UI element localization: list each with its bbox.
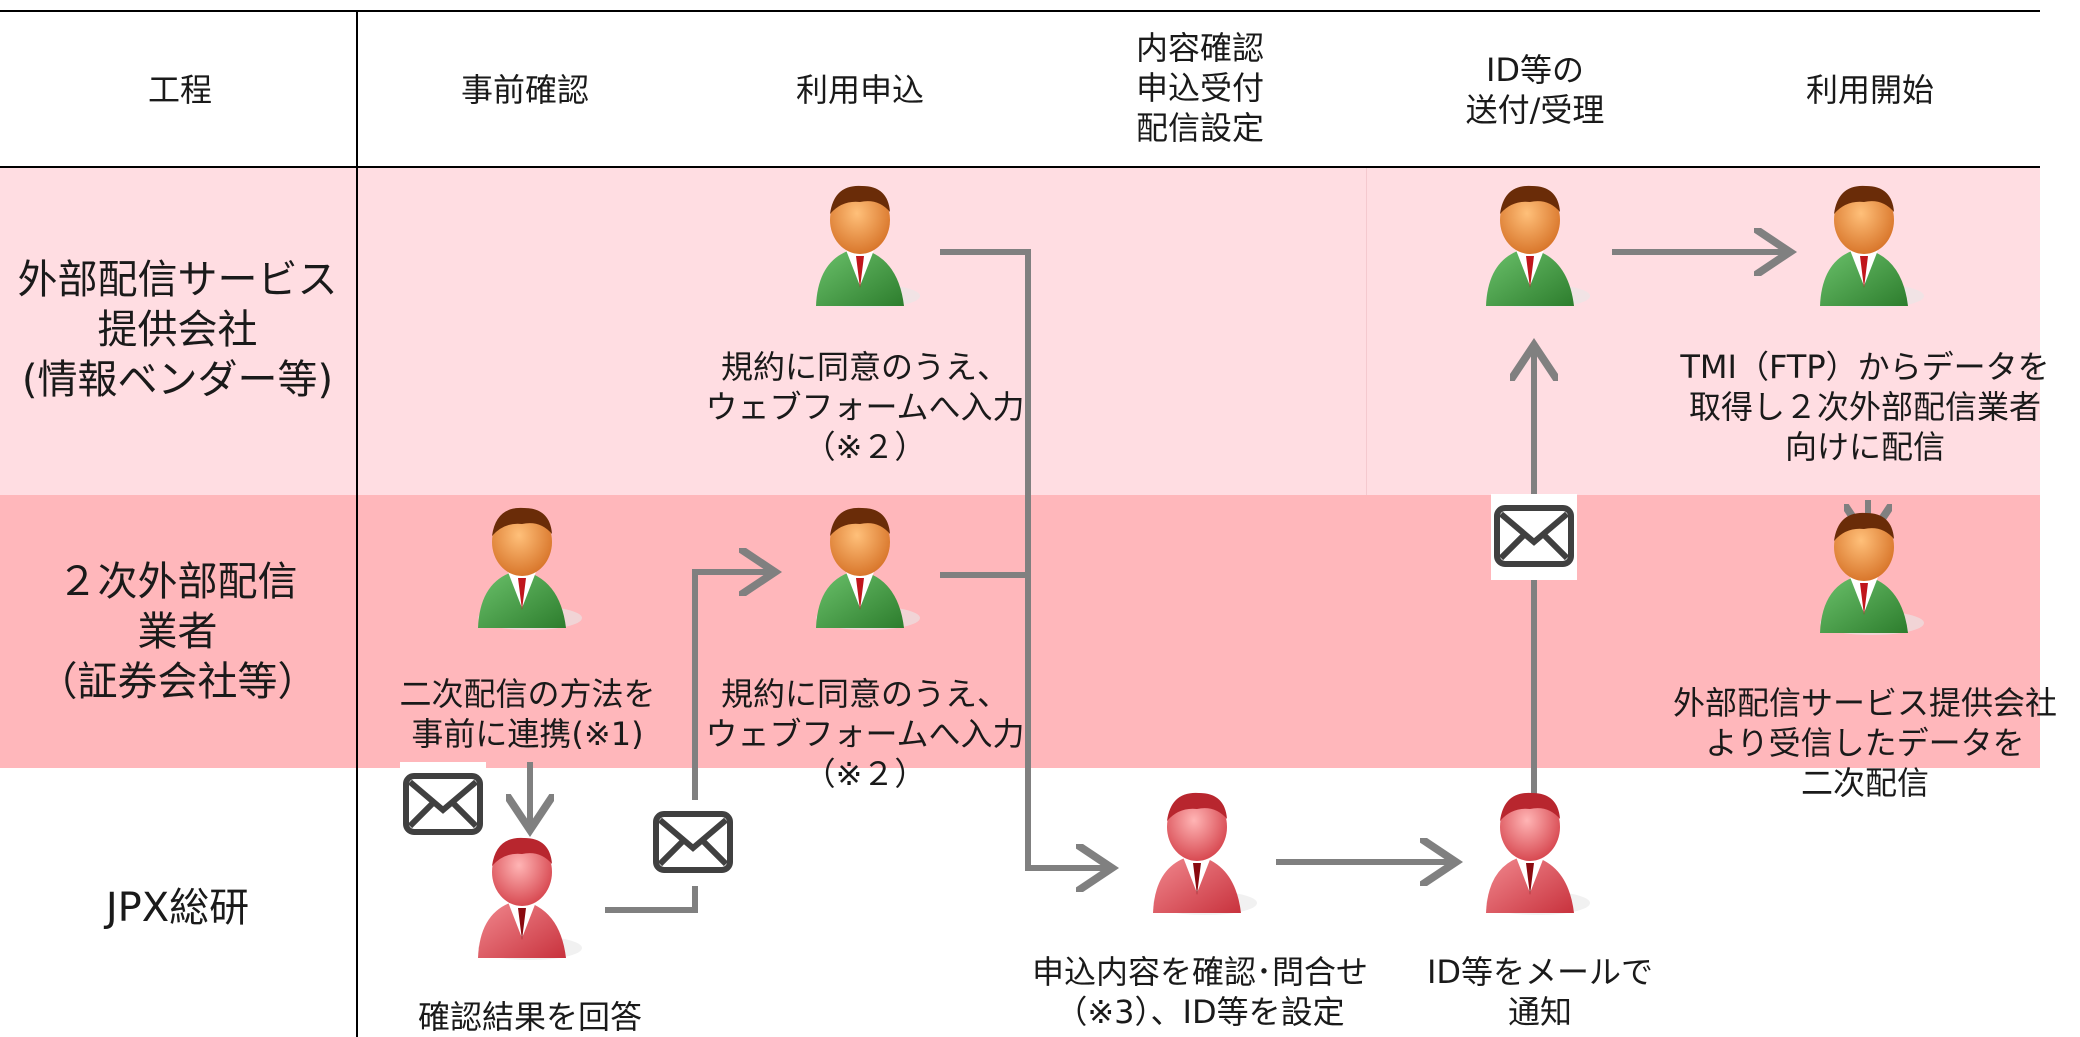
- person-icon-jpx-answer: [478, 837, 582, 960]
- envelope-icon-answer: [650, 800, 736, 886]
- secondary-row-band: [0, 495, 2040, 768]
- header-step-precheck: 事前確認: [460, 71, 589, 109]
- person-icon-sec-start: [1820, 512, 1924, 635]
- envelope-icon-id-notice: [1491, 494, 1577, 580]
- person-icon-sec-apply: [816, 507, 920, 630]
- person-icon-jpx-review: [1153, 792, 1257, 915]
- person-icon-sec-pre: [478, 507, 582, 630]
- caption-secondary-start: 外部配信サービス提供会社 より受信したデータを 二次配信: [1672, 684, 2057, 802]
- caption-jpx-review: 申込内容を確認･問合せ （※3）、ID等を設定: [1031, 953, 1368, 1031]
- caption-external-apply: 規約に同意のうえ、 ウェブフォームへ入力 （※２）: [705, 348, 1025, 466]
- header-process: 工程: [147, 71, 212, 109]
- person-icon-jpx-notify: [1486, 792, 1590, 915]
- person-icon-ext-start: [1820, 185, 1924, 308]
- row-label-secondary: ２次外部配信 業者 （証券会社等）: [37, 559, 318, 705]
- person-icon-ext-apply: [816, 185, 920, 308]
- envelope-icon-precheck: [400, 762, 486, 848]
- caption-secondary-precheck: 二次配信の方法を 事前に連携(※1): [399, 675, 656, 753]
- column-divider: [1366, 168, 1367, 495]
- caption-external-start: TMI（FTP）からデータを 取得し２次外部配信業者 向けに配信: [1680, 348, 2050, 466]
- header-step-id-send: ID等の 送付/受理: [1465, 51, 1605, 129]
- caption-jpx-notify: ID等をメールで 通知: [1426, 953, 1654, 1031]
- arrow-ext-apply-to-review: [940, 249, 1112, 868]
- label-column-rule: [356, 10, 358, 1037]
- row-label-external: 外部配信サービス 提供会社 (情報ベンダー等): [17, 257, 338, 403]
- person-icon-ext-receive: [1486, 185, 1590, 308]
- header-step-start: 利用開始: [1805, 71, 1934, 109]
- header-step-review: 内容確認 申込受付 配信設定: [1135, 29, 1264, 147]
- caption-secondary-apply: 規約に同意のうえ、 ウェブフォームへ入力 （※２）: [705, 675, 1025, 793]
- arrow-jpx-answer-to-sec-apply: [605, 572, 775, 913]
- header-step-apply: 利用申込: [795, 71, 924, 109]
- caption-jpx-answer: 確認結果を回答: [417, 998, 642, 1036]
- row-label-jpx: JPX総研: [105, 885, 250, 931]
- header-rule: [0, 166, 2040, 168]
- external-row-band: [0, 168, 2040, 495]
- top-rule: [0, 10, 2040, 12]
